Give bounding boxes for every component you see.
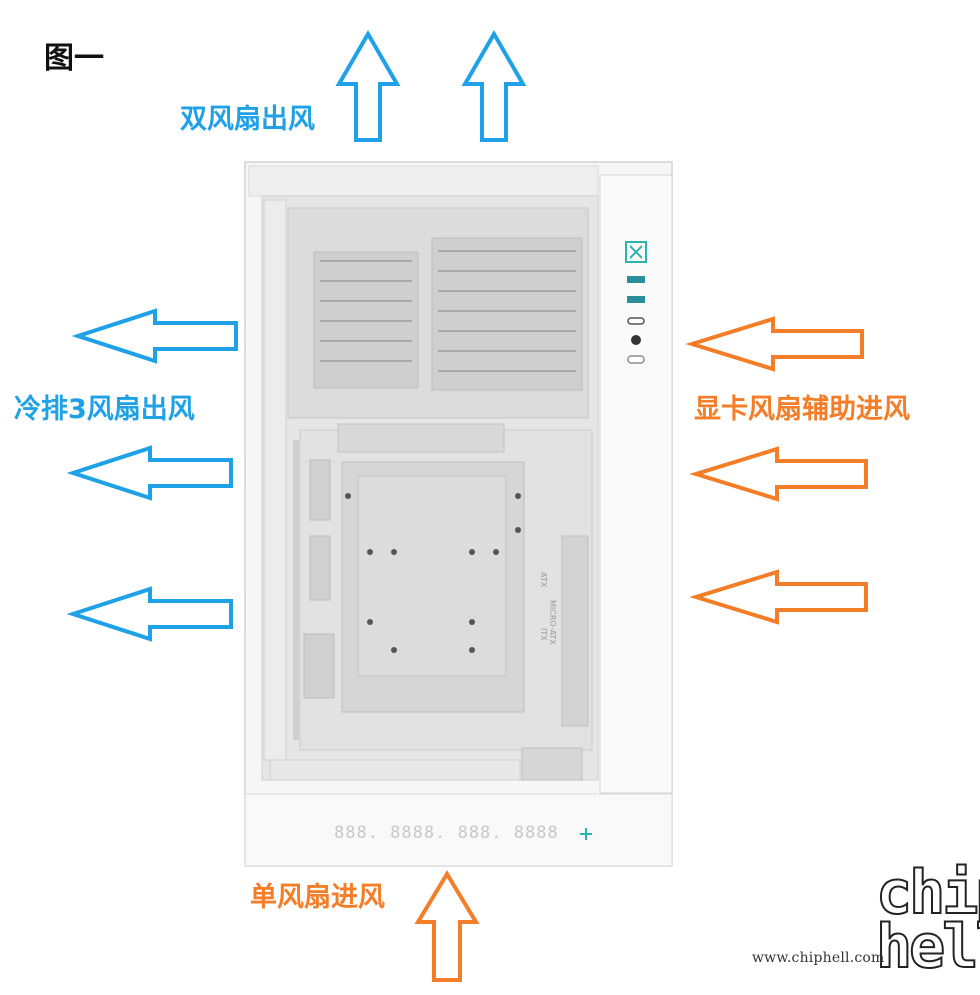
board-mark-matx: MICRO-ATX (548, 600, 557, 645)
watermark-logo-top: chip (875, 858, 980, 928)
left-exhaust-arrow-2 (66, 445, 233, 501)
pc-case: 888. 8888. 888. 8888 ITX MICRO-ATX ATX (244, 161, 673, 867)
right-intake-arrow-2 (689, 446, 868, 502)
right-intake-arrow-1 (685, 316, 864, 372)
audio-jack-icon (631, 335, 641, 345)
right-intake-arrow-3 (689, 569, 868, 625)
top-exhaust-arrow-1 (335, 30, 401, 142)
top-exhaust-arrow-2 (461, 30, 527, 142)
board-mark-atx: ATX (539, 572, 548, 588)
board-mark-itx: ITX (539, 628, 548, 641)
left-exhaust-arrow-3 (66, 586, 233, 642)
left-exhaust-label: 冷排3风扇出风 (14, 394, 195, 425)
watermark-logo: chip hell (875, 858, 980, 982)
top-exhaust-label: 双风扇出风 (180, 104, 315, 135)
usb-port-icon (627, 276, 645, 283)
bottom-intake-label: 单风扇进风 (250, 882, 385, 913)
front-display-text: 888. 8888. 888. 8888 (334, 823, 559, 843)
left-exhaust-arrow-1 (71, 308, 238, 364)
usb-c-port-icon (627, 317, 645, 325)
usb-port-icon (627, 296, 645, 303)
figure-label: 图一 (44, 41, 104, 76)
right-intake-label: 显卡风扇辅助进风 (694, 394, 910, 425)
watermark-url: www.chiphell.com (752, 950, 885, 966)
brand-logo-icon (580, 828, 592, 840)
bottom-intake-arrow (414, 870, 480, 982)
watermark-logo-bottom: hell (875, 912, 980, 982)
